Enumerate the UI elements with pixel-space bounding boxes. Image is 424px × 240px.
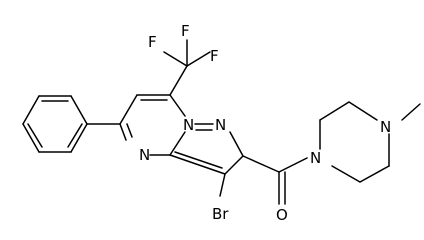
bond (331, 165, 361, 183)
bond (359, 165, 390, 183)
bond (229, 131, 244, 157)
bond (319, 101, 350, 121)
atom-labels: F F F N N N Br O N N (139, 22, 391, 224)
bond (169, 154, 226, 175)
bond (22, 123, 40, 153)
atom-label-o: O (276, 206, 288, 224)
bond (163, 51, 188, 67)
atom-label-n: N (139, 146, 150, 164)
bond (169, 94, 186, 117)
bond (174, 151, 223, 169)
bond (126, 123, 133, 138)
bond (348, 101, 378, 121)
bond (242, 155, 280, 173)
atom-label-n: N (183, 116, 194, 134)
bond (219, 173, 226, 197)
bond (224, 155, 244, 175)
bond (27, 123, 43, 148)
bond (119, 123, 127, 141)
bond (169, 65, 188, 96)
atom-label-f: F (148, 33, 157, 51)
atom-label-n: N (310, 149, 321, 167)
bond (22, 95, 40, 125)
bond (278, 157, 308, 173)
bonds (22, 39, 421, 205)
bond (169, 131, 186, 156)
bond (70, 123, 88, 153)
molecule-structure: F F F N N N Br O N N (22, 22, 421, 224)
bond (401, 103, 421, 121)
atom-label-br: Br (212, 205, 229, 223)
bond (119, 94, 138, 125)
atom-label-n: N (215, 116, 226, 134)
bond (70, 95, 88, 125)
bond (186, 51, 211, 67)
bond (67, 123, 83, 148)
atom-label-f: F (210, 47, 219, 65)
atom-label-n: N (380, 118, 391, 136)
structure-canvas: F F F N N N Br O N N (22, 22, 421, 224)
atom-label-f: F (181, 22, 190, 40)
